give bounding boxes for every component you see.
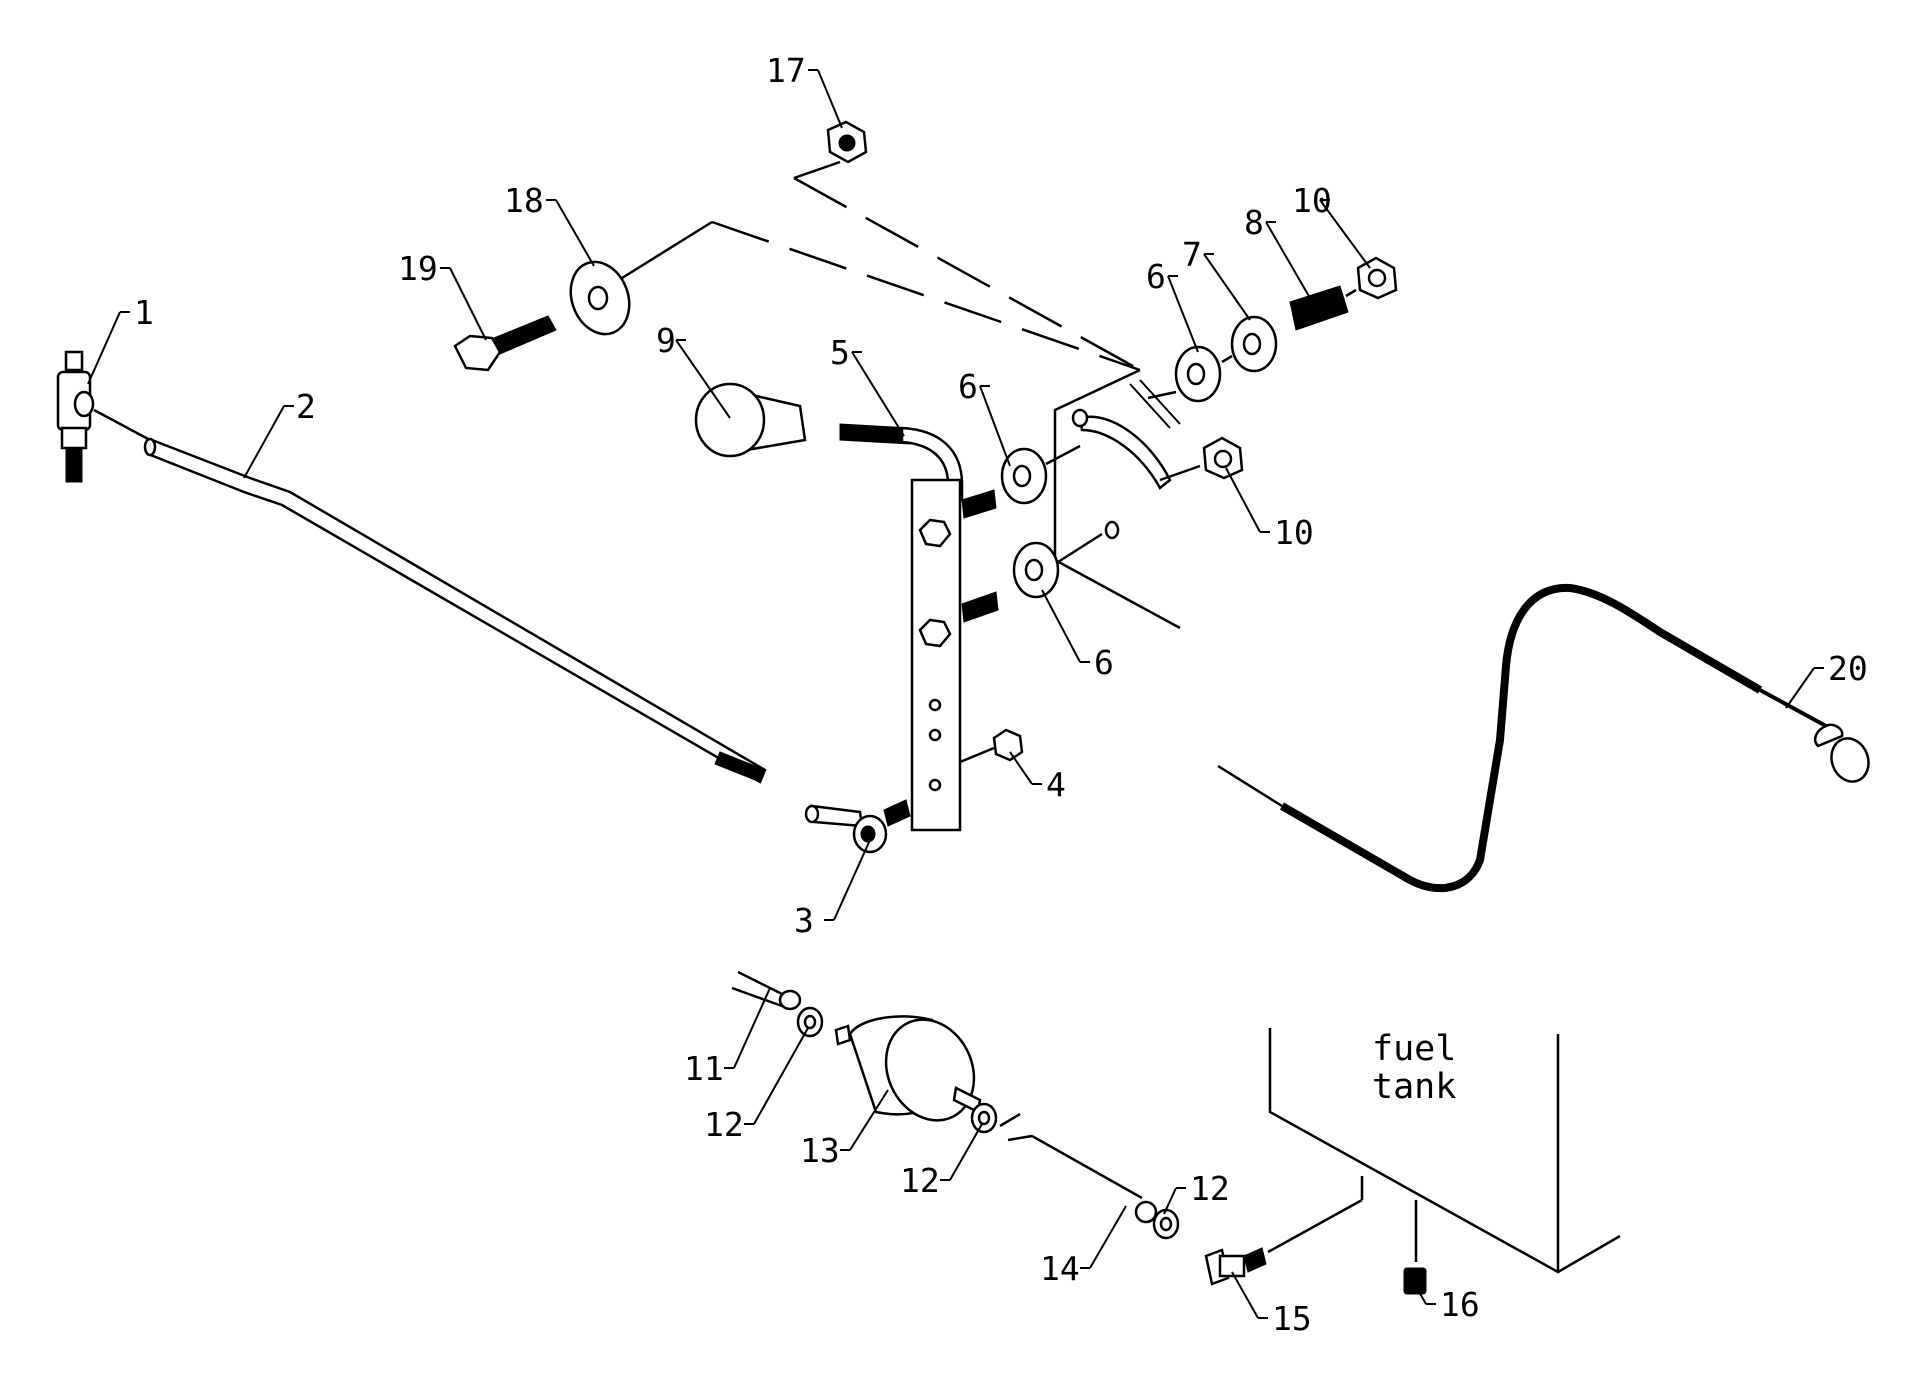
part-14-hose [999,1112,1158,1224]
callout-12-a: 12 [704,1105,744,1144]
part-11-hose [731,970,802,1011]
fuel-tank-label-line2: tank [1372,1067,1456,1107]
callout-12-c: 12 [1190,1169,1230,1208]
part-13-fuel-filter [834,1015,982,1122]
callout-18: 18 [504,181,544,220]
assembly-dashed-line-mid [711,220,1141,372]
part-1-swivel-joint [56,350,151,483]
callout-4: 4 [1046,765,1066,804]
fuel-tank-outline [1268,1028,1621,1274]
part-6-washer-upper [1000,444,1081,505]
callout-9: 9 [656,321,676,360]
callout-6-lower: 6 [1094,643,1114,682]
callout-13: 13 [800,1131,840,1170]
part-4-nut [959,728,1024,764]
callout-19: 19 [398,249,438,288]
part-20-cable [1217,583,1870,893]
callout-15: 15 [1272,1299,1312,1338]
callout-3: 3 [794,901,814,940]
callout-10-upper: 10 [1292,181,1332,220]
mounting-bracket [1053,368,1181,630]
part-2-control-rod [143,437,767,784]
callout-20: 20 [1828,649,1868,688]
callout-16: 16 [1440,1285,1480,1324]
part-6-washer-lower [1012,532,1103,599]
part-5-lever [839,423,999,832]
fuel-tank-label-line1: fuel [1372,1029,1456,1069]
assembly-dashed-line-top [793,176,1141,372]
part-17-nut [793,120,868,180]
part-16-drain-plug [1403,1267,1427,1295]
part-3-rod-end [804,799,911,854]
callout-7: 7 [1182,235,1202,274]
part-15-shutoff-valve [1204,1198,1363,1286]
callout-2: 2 [296,387,316,426]
callout-6-upper: 6 [958,367,978,406]
callout-8: 8 [1244,203,1264,242]
part-10-nut-lower [1159,436,1244,482]
callout-1: 1 [134,293,154,332]
part-12-clamp-2 [970,1102,998,1134]
callout-6-right: 6 [1146,257,1166,296]
part-12-clamp-1 [796,1006,824,1038]
part-8-spring [1289,285,1349,331]
part-19-bolt [453,315,557,372]
callout-labels: 1 2 3 4 5 6 6 6 7 8 9 10 10 11 12 12 12 … [134,51,1868,1338]
callout-leaders [87,69,1824,1319]
callout-10-lower: 10 [1274,513,1314,552]
part-18-washer [569,260,631,336]
part-9-knob [694,382,807,458]
callout-11: 11 [684,1049,724,1088]
part-7-washer [1221,315,1278,373]
callout-12-b: 12 [900,1161,940,1200]
callout-14: 14 [1040,1249,1080,1288]
callout-5: 5 [830,333,850,372]
part-6-washer-right [1147,345,1222,403]
part-12-clamp-3 [1152,1208,1180,1240]
part-10-nut-upper [1345,256,1398,300]
callout-17: 17 [766,51,806,90]
